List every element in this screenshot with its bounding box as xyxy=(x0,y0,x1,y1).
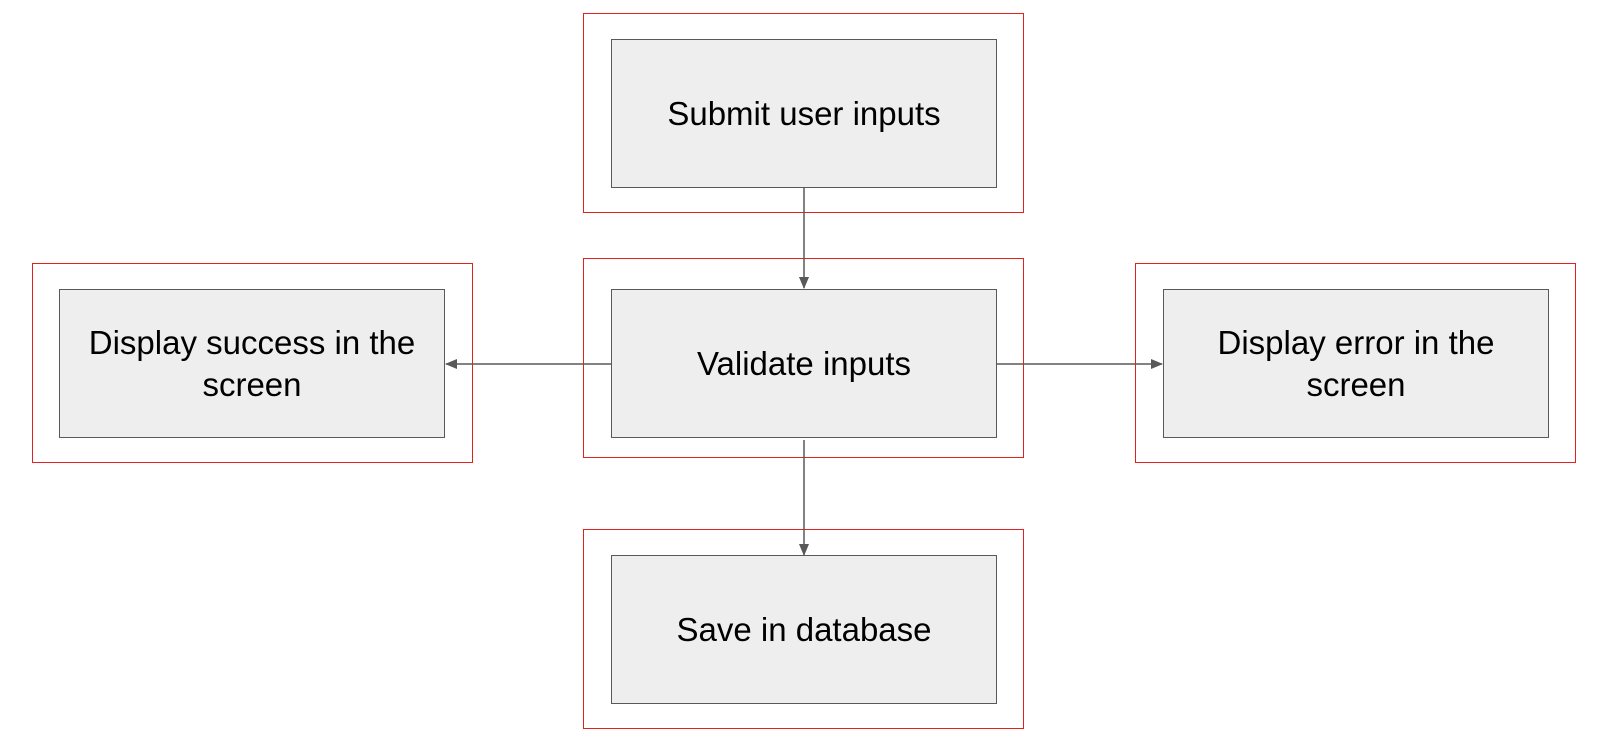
node-label: Display error in the screen xyxy=(1217,323,1495,403)
node-label: Submit user inputs xyxy=(667,94,941,132)
node-label: Save in database xyxy=(676,610,932,648)
node-label: Display success in the screen xyxy=(88,323,416,403)
frame-error xyxy=(1135,263,1576,463)
node-display-success[interactable]: Display success in the screen xyxy=(59,289,445,438)
node-submit-user-inputs[interactable]: Submit user inputs xyxy=(611,39,997,188)
node-save-in-database[interactable]: Save in database xyxy=(611,555,997,704)
node-validate-inputs[interactable]: Validate inputs xyxy=(611,289,997,438)
node-display-error[interactable]: Display error in the screen xyxy=(1163,289,1549,438)
frame-success xyxy=(32,263,473,463)
node-label: Validate inputs xyxy=(696,344,912,382)
